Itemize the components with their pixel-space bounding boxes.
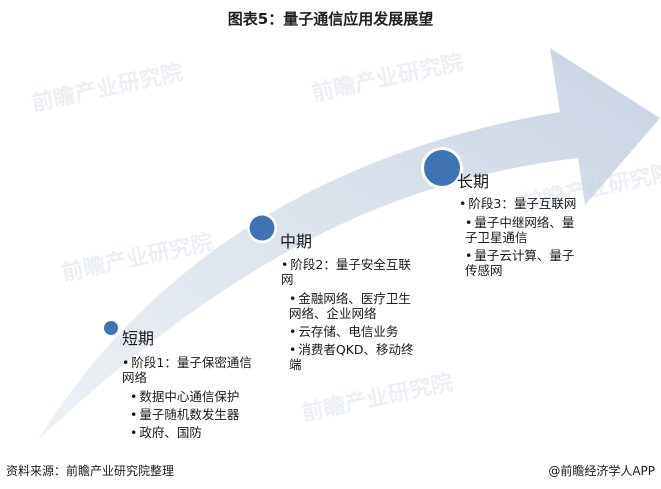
list-item: 云存储、电信业务 <box>289 324 419 339</box>
stage-block-short: 阶段1：量子保密通信网络 数据中心通信保护 量子随机数发生器 政府、国防 <box>122 355 262 443</box>
stage-label-long: 长期 <box>457 172 490 191</box>
chart-title: 图表5：量子通信应用发展展望 <box>227 10 434 28</box>
stage-dot-short <box>101 318 121 338</box>
list-item: 数据中心通信保护 <box>130 389 262 404</box>
list-item: 量子云计算、量子传感网 <box>465 248 584 278</box>
stage-label-mid: 中期 <box>280 232 313 251</box>
stage-block-long: 阶段3：量子互联网 量子中继网络、量子卫星通信 量子云计算、量子传感网 <box>459 196 584 281</box>
list-item: 量子中继网络、量子卫星通信 <box>465 215 584 245</box>
stage-label-short: 短期 <box>122 329 155 348</box>
brand-credit: @前瞻经济学人APP <box>548 464 655 478</box>
growth-arrow <box>38 48 660 440</box>
phase-text: 阶段1：量子保密通信网络 <box>122 355 262 385</box>
list-item: 消费者QKD、移动终端 <box>289 342 421 372</box>
stage-dot-long <box>421 147 463 189</box>
list-item: 政府、国防 <box>130 425 262 440</box>
phase-text: 阶段2：量子安全互联网 <box>281 257 419 287</box>
stage-block-mid: 阶段2：量子安全互联网 金融网络、医疗卫生网络、企业网络 云存储、电信业务 消费… <box>281 257 419 375</box>
list-item: 金融网络、医疗卫生网络、企业网络 <box>289 291 421 321</box>
stage-dot-mid <box>247 213 277 243</box>
list-item: 量子随机数发生器 <box>130 407 262 422</box>
source-note: 资料来源：前瞻产业研究院整理 <box>6 464 175 478</box>
phase-text: 阶段3：量子互联网 <box>459 196 584 211</box>
